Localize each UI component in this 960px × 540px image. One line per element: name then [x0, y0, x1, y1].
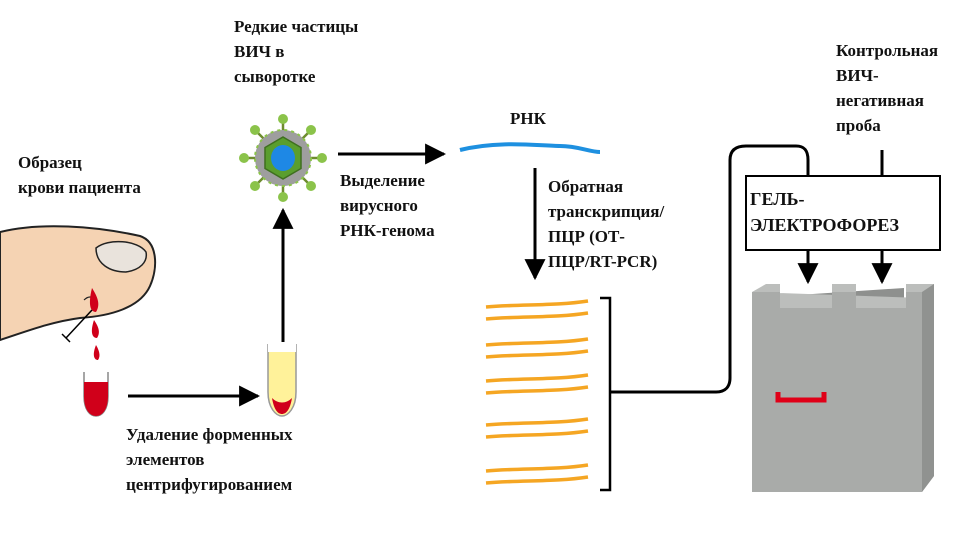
cdna-strands [485, 299, 589, 485]
rare-particles-line: ВИЧ в [234, 42, 285, 61]
gel-box-line: ГЕЛЬ- [750, 189, 805, 209]
gel-band [775, 392, 827, 403]
removal-line: центрифугированием [126, 475, 293, 494]
removal-label: Удаление форменных элементов центрифугир… [126, 422, 293, 497]
sample-to-gel-line [610, 144, 810, 394]
gel-box-line: ЭЛЕКТРОФОРЕЗ [750, 215, 900, 235]
removal-line: Удаление форменных [126, 425, 293, 444]
test-tube-icon [83, 372, 109, 417]
control-line: негативная [836, 91, 924, 110]
rt-pcr-line: Обратная [548, 177, 624, 196]
control-line: Контрольная [836, 41, 939, 60]
rt-pcr-line: ПЦР (ОТ- [548, 227, 625, 246]
sample-label-line: крови пациента [18, 178, 141, 197]
isolation-line: Выделение [340, 171, 425, 190]
isolation-line: вирусного [340, 196, 418, 215]
cdna-bracket [600, 296, 612, 492]
rt-pcr-line: транскрипция/ [548, 202, 665, 221]
removal-line: элементов [126, 450, 205, 469]
blood-drop-icon [61, 288, 100, 360]
rt-pcr-label: Обратная транскрипция/ ПЦР (ОТ- ПЦР/RT-P… [548, 174, 664, 274]
gel-box-label: ГЕЛЬ- ЭЛЕКТРОФОРЕЗ [750, 186, 899, 238]
finger-icon [0, 225, 157, 342]
rna-label-text: РНК [510, 109, 546, 128]
rare-particles-line: сыворотке [234, 67, 316, 86]
gel-electrophoresis-box [745, 175, 941, 251]
gel-slab-icon [752, 284, 934, 492]
control-line: проба [836, 116, 881, 135]
control-line: ВИЧ- [836, 66, 879, 85]
isolation-line: РНК-генома [340, 221, 435, 240]
rna-strand [459, 142, 601, 154]
hiv-virus-icon [239, 114, 327, 202]
rare-particles-line: Редкие частицы [234, 17, 359, 36]
rare-particles-label: Редкие частицы ВИЧ в сыворотке [234, 14, 358, 89]
isolation-label: Выделение вирусного РНК-генома [340, 168, 435, 243]
control-label: Контрольная ВИЧ- негативная проба [836, 38, 938, 138]
sample-label: Образец крови пациента [18, 150, 141, 200]
sample-label-line: Образец [18, 153, 82, 172]
rna-label: РНК [510, 106, 546, 131]
test-tube-icon [267, 344, 297, 417]
rt-pcr-line: ПЦР/RT-PCR) [548, 252, 658, 271]
